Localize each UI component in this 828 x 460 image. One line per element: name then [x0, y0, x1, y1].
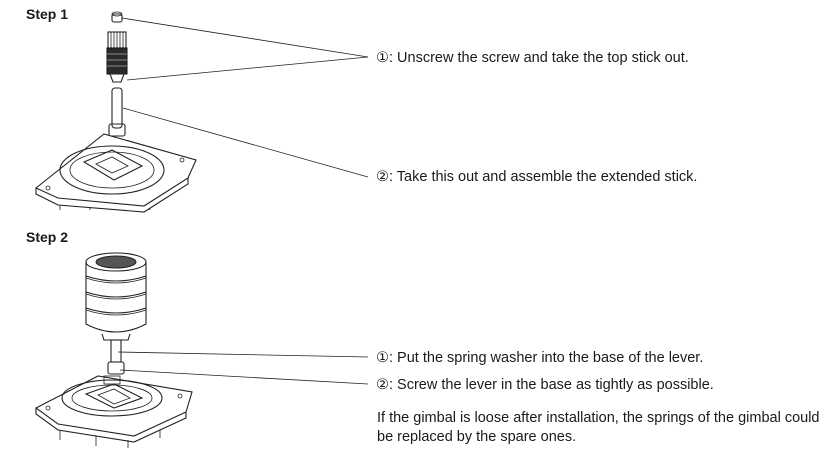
step1-title: Step 1	[26, 6, 69, 22]
step2-leader-lines	[117, 351, 369, 385]
step2-gimbal-illustration	[34, 252, 369, 448]
step2-callout-spring-washer: ①: Put the spring washer into the base o…	[376, 350, 704, 366]
step2-gimbal-note: If the gimbal is loose after installatio…	[377, 410, 820, 445]
step2-callout-screw-lever: ②: Screw the lever in the base as tightl…	[376, 377, 714, 393]
screw-part	[111, 11, 123, 23]
step2-base-part	[34, 375, 193, 448]
lever-shaft-part	[107, 339, 125, 375]
step1-callout-unscrew: ①: Unscrew the screw and take the top st…	[376, 50, 689, 66]
gimbal-base-part	[34, 133, 197, 213]
step1-leader-lines	[121, 17, 369, 178]
step2-title: Step 2	[26, 229, 69, 245]
step1-gimbal-illustration	[34, 11, 369, 213]
top-stick-part	[106, 31, 128, 83]
extended-knob-part	[85, 252, 147, 341]
step1-callout-extended-stick: ②: Take this out and assemble the extend…	[376, 169, 698, 185]
stick-rod-part	[108, 87, 126, 137]
